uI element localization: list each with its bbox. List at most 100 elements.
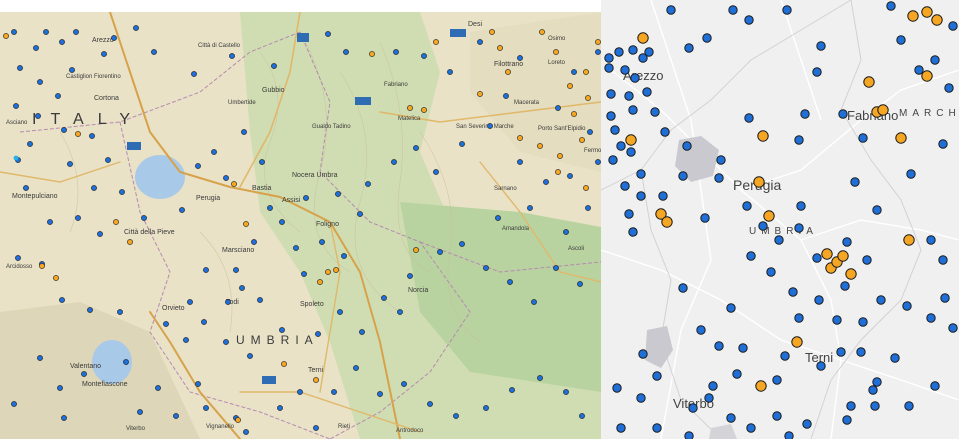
station-marker-blue[interactable] [11,29,17,35]
station-marker-blue[interactable] [225,299,231,305]
station-marker-blue[interactable] [111,35,117,41]
station-marker-blue[interactable] [119,189,125,195]
station-marker-blue[interactable] [684,43,694,53]
station-marker-blue[interactable] [906,169,916,179]
station-marker-blue[interactable] [896,35,906,45]
station-marker-blue[interactable] [840,281,850,291]
station-marker-orange[interactable] [595,39,601,45]
station-marker-blue[interactable] [391,159,397,165]
station-marker-blue[interactable] [595,159,601,165]
station-marker-blue[interactable] [151,49,157,55]
station-marker-blue[interactable] [433,169,439,175]
station-marker-blue[interactable] [35,113,41,119]
station-marker-blue[interactable] [650,107,660,117]
station-marker-blue[interactable] [708,381,718,391]
station-marker-blue[interactable] [628,45,638,55]
station-marker-blue[interactable] [682,141,692,151]
station-marker-blue[interactable] [638,53,648,63]
station-marker-blue[interactable] [413,145,419,151]
station-marker-blue[interactable] [644,47,654,57]
light-map[interactable]: ArezzoFabrianoPerugiaTerniViterboUMBRIAM… [601,0,959,439]
station-marker-orange[interactable] [39,263,45,269]
station-marker-blue[interactable] [716,155,726,165]
station-marker-orange[interactable] [231,181,237,187]
station-marker-blue[interactable] [201,319,207,325]
station-marker-blue[interactable] [359,329,365,335]
station-marker-orange[interactable] [895,132,907,144]
station-marker-blue[interactable] [642,87,652,97]
station-marker-blue[interactable] [624,91,634,101]
station-marker-blue[interactable] [800,109,810,119]
station-marker-blue[interactable] [862,255,872,265]
station-marker-blue[interactable] [858,133,868,143]
station-marker-blue[interactable] [612,383,622,393]
station-marker-blue[interactable] [636,169,646,179]
station-marker-blue[interactable] [105,157,111,163]
station-marker-blue[interactable] [744,113,754,123]
station-marker-blue[interactable] [517,159,523,165]
station-marker-blue[interactable] [353,365,359,371]
station-marker-blue[interactable] [427,401,433,407]
station-marker-orange[interactable] [583,185,589,191]
station-marker-blue[interactable] [784,431,794,439]
station-marker-blue[interactable] [626,147,636,157]
station-marker-orange[interactable] [317,279,323,285]
station-marker-orange[interactable] [921,6,933,18]
station-marker-blue[interactable] [251,239,257,245]
station-marker-blue[interactable] [57,385,63,391]
station-marker-blue[interactable] [944,83,954,93]
station-marker-orange[interactable] [571,111,577,117]
station-marker-blue[interactable] [13,103,19,109]
station-marker-orange[interactable] [661,216,673,228]
station-marker-blue[interactable] [279,327,285,333]
station-marker-blue[interactable] [453,413,459,419]
station-marker-blue[interactable] [660,127,670,137]
station-marker-blue[interactable] [610,125,620,135]
station-marker-blue[interactable] [101,51,107,57]
station-marker-blue[interactable] [163,321,169,327]
station-marker-blue[interactable] [191,71,197,77]
station-marker-blue[interactable] [123,359,129,365]
station-marker-blue[interactable] [503,93,509,99]
station-marker-blue[interactable] [271,63,277,69]
station-marker-orange[interactable] [369,51,375,57]
station-marker-blue[interactable] [636,393,646,403]
station-marker-blue[interactable] [487,123,493,129]
station-marker-blue[interactable] [203,267,209,273]
station-marker-blue[interactable] [938,139,948,149]
station-marker-blue[interactable] [886,1,896,11]
station-marker-orange[interactable] [537,143,543,149]
station-marker-blue[interactable] [794,135,804,145]
station-marker-blue[interactable] [604,63,614,73]
station-marker-blue[interactable] [702,33,712,43]
station-marker-blue[interactable] [744,15,754,25]
station-marker-orange[interactable] [583,69,589,75]
station-marker-orange[interactable] [625,134,637,146]
station-marker-blue[interactable] [393,49,399,55]
station-marker-orange[interactable] [763,210,775,222]
station-marker-blue[interactable] [37,79,43,85]
station-marker-blue[interactable] [652,423,662,433]
station-marker-blue[interactable] [780,351,790,361]
station-marker-blue[interactable] [814,295,824,305]
station-marker-blue[interactable] [766,267,776,277]
station-marker-blue[interactable] [926,235,936,245]
station-marker-blue[interactable] [483,405,489,411]
station-marker-blue[interactable] [59,297,65,303]
station-marker-blue[interactable] [259,159,265,165]
station-marker-blue[interactable] [531,299,537,305]
station-marker-orange[interactable] [505,69,511,75]
station-marker-blue[interactable] [948,21,958,31]
station-marker-blue[interactable] [331,389,337,395]
station-marker-blue[interactable] [746,251,756,261]
station-marker-blue[interactable] [537,375,543,381]
station-marker-blue[interactable] [732,369,742,379]
station-marker-blue[interactable] [816,41,826,51]
station-marker-blue[interactable] [678,171,688,181]
station-marker-blue[interactable] [630,73,640,83]
station-marker-blue[interactable] [187,299,193,305]
station-marker-blue[interactable] [872,205,882,215]
station-marker-orange[interactable] [53,275,59,281]
station-marker-blue[interactable] [714,173,724,183]
station-marker-blue[interactable] [155,385,161,391]
